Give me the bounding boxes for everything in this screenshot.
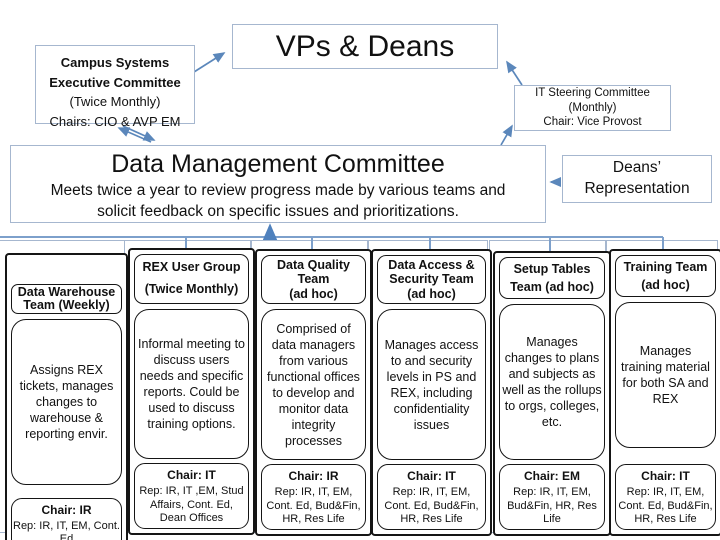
dmc-description: Meets twice a year to review progress ma… bbox=[50, 182, 506, 221]
team-description: Manages access to and security levels in… bbox=[377, 309, 486, 461]
team-chair-box: Chair: IT Rep: IR, IT, EM, Cont. Ed, Bud… bbox=[615, 464, 716, 530]
team-chair: Chair: EM bbox=[523, 469, 580, 484]
team-chair-box: Chair: IT Rep: IR, IT, EM, Cont. Ed, Bud… bbox=[377, 464, 486, 530]
team-chair: Chair: IT bbox=[641, 469, 690, 484]
team-chair-box: Chair: IR Rep: IR, IT, EM, Cont. Ed, Bud… bbox=[261, 464, 366, 530]
it-steering-text: IT Steering Committee (Monthly) Chair: V… bbox=[535, 86, 650, 129]
it-steering-committee-box: IT Steering Committee (Monthly) Chair: V… bbox=[514, 85, 671, 131]
team-title: Data Warehouse Team (Weekly) bbox=[11, 284, 122, 314]
deans-representation-box: Deans’ Representation bbox=[562, 155, 712, 203]
team-column-data-warehouse: Data Warehouse Team (Weekly) Assigns REX… bbox=[5, 253, 128, 540]
team-chair: Chair: IR bbox=[41, 502, 92, 517]
team-description: Manages changes to plans and subjects as… bbox=[499, 304, 605, 461]
arrow-dmc-to-itsteering bbox=[500, 124, 513, 146]
team-reps: Rep: IR, IT, EM, Cont. Ed, Bud&Fin, HR, … bbox=[266, 486, 361, 525]
team-chair: Chair: IT bbox=[167, 468, 216, 483]
team-chair: Chair: IT bbox=[407, 469, 456, 484]
vps-deans-label: VPs & Deans bbox=[275, 29, 455, 63]
team-reps: Rep: IR, IT, EM, Cont. Ed, Bud&Fin, HR, … bbox=[384, 486, 479, 525]
team-chair: Chair: IR bbox=[288, 469, 339, 484]
arrow-itsteering-to-vps bbox=[506, 60, 523, 86]
dmc-title: Data Management Committee bbox=[111, 150, 445, 178]
team-reps: Rep: IR, IT, EM, Cont. Ed bbox=[13, 519, 120, 540]
campus-systems-meta: (Twice Monthly) Chairs: CIO & AVP EM bbox=[49, 94, 181, 129]
team-reps: Rep: IR, IT ,EM, Stud Affairs, Cont. Ed,… bbox=[139, 485, 244, 524]
team-column-rex-user-group: REX User Group (Twice Monthly) Informal … bbox=[128, 248, 255, 535]
team-description: Manages training material for both SA an… bbox=[615, 302, 716, 449]
team-column-data-quality: Data Quality Team (ad hoc) Comprised of … bbox=[255, 249, 372, 536]
team-description: Informal meeting to discuss users needs … bbox=[134, 308, 249, 460]
team-chair-box: Chair: EM Rep: IR, IT, EM, Bud&Fin, HR, … bbox=[499, 464, 605, 530]
team-title: Data Quality Team (ad hoc) bbox=[261, 255, 366, 305]
team-chair-box: Chair: IR Rep: IR, IT, EM, Cont. Ed bbox=[11, 497, 122, 540]
arrow-campus-to-vps bbox=[193, 52, 226, 73]
team-column-training: Training Team (ad hoc) Manages training … bbox=[609, 249, 720, 536]
team-title: Data Access & Security Team (ad hoc) bbox=[377, 255, 486, 305]
data-management-committee-box: Data Management Committee Meets twice a … bbox=[10, 145, 546, 223]
team-title: Setup Tables Team (ad hoc) bbox=[499, 257, 605, 300]
team-description: Comprised of data managers from various … bbox=[261, 309, 366, 461]
deans-representation-label: Deans’ Representation bbox=[584, 159, 690, 197]
campus-systems-committee-box: Campus Systems Executive Committee (Twic… bbox=[35, 45, 195, 129]
team-title: REX User Group (Twice Monthly) bbox=[134, 254, 249, 304]
team-reps: Rep: IR, IT, EM, Bud&Fin, HR, Res Life bbox=[507, 486, 597, 525]
team-column-data-access-security: Data Access & Security Team (ad hoc) Man… bbox=[371, 249, 492, 536]
team-reps: Rep: IR, IT, EM, Cont. Ed, Bud&Fin, HR, … bbox=[618, 486, 713, 525]
campus-systems-name: Campus Systems Executive Committee bbox=[49, 55, 181, 90]
vps-deans-box: VPs & Deans bbox=[232, 24, 498, 69]
team-column-setup-tables: Setup Tables Team (ad hoc) Manages chang… bbox=[493, 251, 611, 536]
team-chair-box: Chair: IT Rep: IR, IT ,EM, Stud Affairs,… bbox=[134, 463, 249, 529]
team-title: Training Team (ad hoc) bbox=[615, 255, 716, 298]
team-description: Assigns REX tickets, manages changes to … bbox=[11, 319, 122, 485]
